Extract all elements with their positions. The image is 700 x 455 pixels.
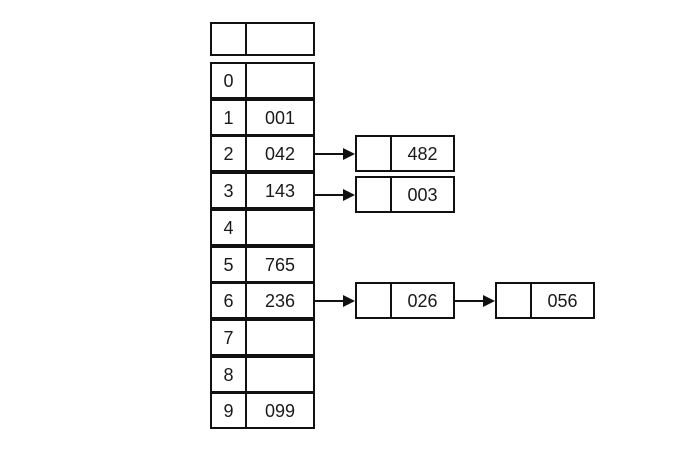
node-pointer-cell	[357, 137, 392, 170]
node-value-cell: 003	[407, 184, 438, 205]
bucket-row: 0	[210, 62, 315, 99]
bucket-row: 3 143	[210, 172, 315, 209]
bucket-row: 8	[210, 356, 315, 393]
bucket-value-cell: 001	[264, 107, 296, 128]
list-node: 482	[355, 135, 455, 172]
header-value-cell	[247, 24, 313, 54]
bucket-index-cell: 3	[212, 174, 247, 207]
bucket-value-cell	[247, 358, 313, 391]
bucket-row: 6 236	[210, 282, 315, 319]
bucket-index-cell: 2	[212, 137, 247, 170]
pointer-arrow-line	[315, 153, 345, 155]
bucket-value-cell	[247, 321, 313, 354]
list-node: 003	[355, 176, 455, 213]
bucket-value-cell: 236	[264, 290, 296, 311]
bucket-index-cell: 4	[212, 211, 247, 244]
bucket-value-cell: 099	[264, 400, 296, 421]
pointer-arrow-line	[455, 300, 485, 302]
pointer-arrow-head	[343, 148, 355, 160]
node-value-cell: 482	[407, 143, 438, 164]
pointer-arrow-head	[343, 189, 355, 201]
pointer-arrow-head	[483, 295, 495, 307]
bucket-row: 9 099	[210, 392, 315, 429]
pointer-arrow-line	[315, 194, 345, 196]
node-pointer-cell	[497, 284, 532, 317]
bucket-index-cell: 7	[212, 321, 247, 354]
header-index-cell	[212, 24, 247, 54]
bucket-value-cell: 143	[264, 180, 296, 201]
bucket-index-cell: 6	[212, 284, 247, 317]
node-value-cell: 026	[407, 290, 438, 311]
bucket-row: 4	[210, 209, 315, 246]
bucket-index-cell: 9	[212, 394, 247, 427]
bucket-value-cell	[247, 211, 313, 244]
bucket-index-cell: 5	[212, 248, 247, 281]
list-node: 056	[495, 282, 595, 319]
bucket-header-box	[210, 22, 315, 56]
bucket-row: 5 765	[210, 246, 315, 283]
bucket-index-cell: 8	[212, 358, 247, 391]
bucket-index-cell: 1	[212, 101, 247, 134]
pointer-arrow-head	[343, 295, 355, 307]
node-pointer-cell	[357, 178, 392, 211]
bucket-value-cell: 765	[264, 254, 296, 275]
pointer-arrow-line	[315, 300, 345, 302]
node-value-cell: 056	[547, 290, 578, 311]
bucket-value-cell: 042	[264, 143, 296, 164]
bucket-index-cell: 0	[212, 64, 247, 97]
bucket-row: 1 001	[210, 99, 315, 136]
node-pointer-cell	[357, 284, 392, 317]
list-node: 026	[355, 282, 455, 319]
bucket-value-cell	[247, 64, 313, 97]
bucket-row: 7	[210, 319, 315, 356]
